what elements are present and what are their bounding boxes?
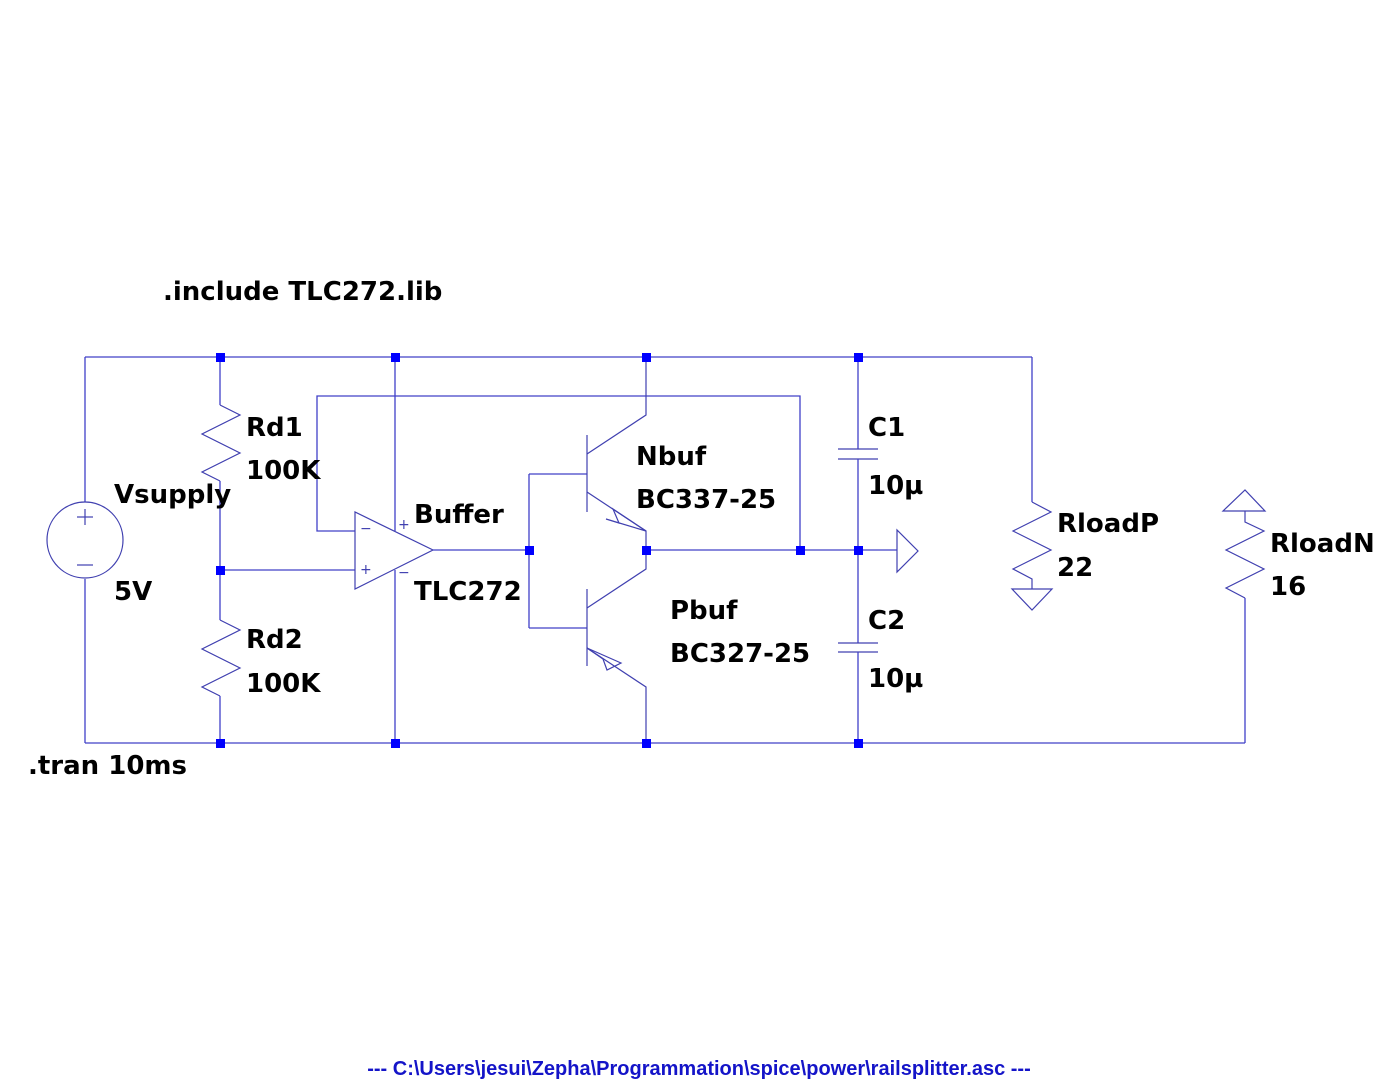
pbuf-name-label[interactable]: Pbuf: [670, 596, 738, 626]
vsupply-value-label[interactable]: 5V: [114, 577, 153, 607]
include-directive[interactable]: .include TLC272.lib: [163, 277, 443, 307]
rd2-value-label[interactable]: 100K: [246, 669, 321, 699]
junctions: [216, 353, 863, 748]
opamp-value-label[interactable]: TLC272: [414, 577, 522, 607]
transistor-pbuf[interactable]: [586, 550, 647, 743]
opamp-buffer[interactable]: [354, 511, 435, 590]
emitter-arrow-icon: [605, 507, 647, 532]
c2-name-label[interactable]: C2: [868, 606, 906, 636]
junction: [216, 353, 225, 362]
junction: [642, 546, 651, 555]
tran-directive[interactable]: .tran 10ms: [28, 751, 187, 781]
voltage-source-vsupply[interactable]: [46, 501, 124, 579]
resistor-rd1[interactable]: [200, 404, 242, 482]
c2-value-label[interactable]: 10µ: [868, 664, 924, 694]
ground-symbol-icon[interactable]: [1010, 588, 1054, 611]
voltage-source-circle-icon: [46, 501, 124, 579]
resistor-rd2[interactable]: [200, 619, 242, 697]
opamp-name-label[interactable]: Buffer: [414, 500, 504, 530]
rloadn-name-label[interactable]: RloadN: [1270, 529, 1375, 559]
junction: [391, 353, 400, 362]
junction: [391, 739, 400, 748]
resistor-rloadn[interactable]: [1224, 511, 1266, 599]
rd1-name-label[interactable]: Rd1: [246, 413, 303, 443]
rd1-value-label[interactable]: 100K: [246, 456, 321, 486]
transistor-nbuf[interactable]: [586, 357, 647, 550]
opamp-noninverting-pin-label: +: [360, 562, 372, 578]
rd2-name-label[interactable]: Rd2: [246, 625, 303, 655]
junction: [216, 566, 225, 575]
nbuf-value-label[interactable]: BC337-25: [636, 485, 777, 515]
junction: [854, 546, 863, 555]
pbuf-value-label[interactable]: BC327-25: [670, 639, 811, 669]
c1-name-label[interactable]: C1: [868, 413, 906, 443]
nbuf-name-label[interactable]: Nbuf: [636, 442, 707, 472]
junction: [642, 353, 651, 362]
opamp-inverting-pin-label: −: [360, 521, 372, 537]
junction: [854, 739, 863, 748]
junction: [854, 353, 863, 362]
wire-feedback[interactable]: [316, 395, 801, 550]
file-path-footer: --- C:\Users\jesui\Zepha\Programmation\s…: [367, 1058, 1031, 1080]
junction: [642, 739, 651, 748]
opamp-vee-pin-label: −: [398, 565, 410, 581]
opamp-vcc-pin-label: +: [398, 517, 410, 533]
resistor-rloadp[interactable]: [1011, 501, 1053, 589]
junction: [525, 546, 534, 555]
rloadp-value-label[interactable]: 22: [1057, 553, 1094, 583]
emitter-arrow-icon: [586, 647, 623, 671]
ground-symbol-icon[interactable]: [1221, 489, 1267, 512]
junction: [216, 739, 225, 748]
c1-value-label[interactable]: 10µ: [868, 471, 924, 501]
vsupply-name-label[interactable]: Vsupply: [114, 480, 232, 510]
junction: [796, 546, 805, 555]
ground-flag-icon[interactable]: [896, 528, 919, 574]
rloadp-name-label[interactable]: RloadP: [1057, 509, 1160, 539]
rloadn-value-label[interactable]: 16: [1270, 572, 1307, 602]
